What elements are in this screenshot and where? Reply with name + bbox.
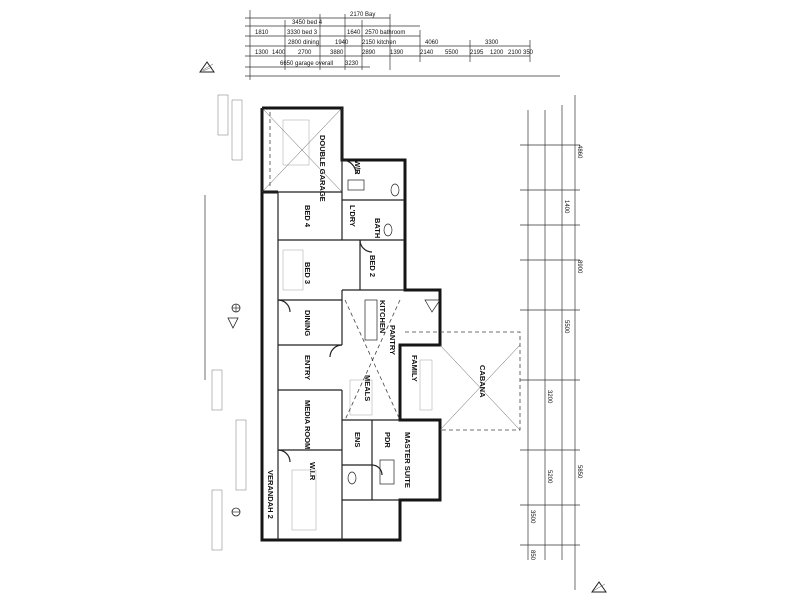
dim-bed4: 3450 bed 4 (292, 20, 323, 26)
rdim-3: 1400 (563, 200, 569, 214)
cabana-outline (344, 299, 521, 431)
door-swings (277, 159, 383, 476)
dim-bay: 2170 Bay (350, 12, 375, 18)
dim-r4-2: 2700 (298, 50, 312, 56)
dim-bed3: 3330 bed 3 (287, 30, 318, 36)
label-bed3: BED 3 (303, 262, 312, 284)
label-bed4: BED 4 (303, 205, 312, 228)
dim-r4-3: 3880 (330, 50, 344, 56)
dim-r4-10: 2100 (508, 50, 522, 56)
dim-r2-0: 1810 (255, 30, 269, 36)
label-laundry: L'DRY (348, 205, 357, 227)
rdim-1: 8900 (576, 260, 582, 274)
dim-r4-7: 5500 (445, 50, 459, 56)
left-annotations (204, 94, 247, 551)
label-master-suite: MASTER SUITE (403, 432, 412, 488)
dim-r4-9: 1200 (490, 50, 504, 56)
dim-bathroom: 2570 bathroom (365, 30, 405, 36)
label-bed2: BED 2 (368, 255, 377, 277)
north-arrow-icon (199, 61, 215, 73)
dim-r4-1: 1400 (272, 50, 286, 56)
internal-walls (262, 108, 405, 540)
label-entry: ENTRY (303, 355, 312, 380)
label-double-garage: DOUBLE GARAGE (318, 135, 327, 202)
label-pdr: PDR (383, 432, 392, 448)
dim-dining: 2800 dining (288, 40, 319, 46)
dim-r4-11: 350 (523, 50, 534, 56)
garage-roof-lines (261, 107, 343, 193)
dim-r4-8: 2195 (470, 50, 484, 56)
dim-r3-3: 4060 (425, 40, 439, 46)
north-arrow-icon-bottom (591, 581, 607, 593)
rdim-7: 3500 (529, 510, 535, 524)
label-family: FAMILY (410, 355, 419, 382)
dim-garage-overall: 6650 garage overall (280, 61, 333, 67)
dim-r4-5: 1390 (390, 50, 404, 56)
dim-r2-2: 1640 (347, 30, 361, 36)
label-pantry: PANTRY (388, 325, 397, 355)
label-dining: DINING (303, 310, 312, 336)
dim-r4-0: 1300 (255, 50, 269, 56)
dim-r5-1: 3230 (345, 61, 359, 67)
label-verandah: VERANDAH 2 (266, 470, 275, 519)
rdim-2: 5850 (576, 465, 582, 479)
dim-r3-1: 1940 (335, 40, 349, 46)
right-dimension-lines: 4860 8900 5850 1400 5500 3200 5200 3500 … (520, 95, 582, 590)
label-wr: W/R (353, 160, 362, 175)
label-wir: W.I.R (308, 462, 317, 481)
dim-kitchen: 2150 kitchen (362, 40, 396, 46)
outer-walls (260, 106, 442, 542)
rdim-6: 5200 (546, 470, 552, 484)
label-kitchen: KITCHEN (378, 300, 387, 333)
dim-r4-4: 2890 (362, 50, 376, 56)
rdim-5: 3200 (546, 390, 552, 404)
dim-r4-6: 2140 (420, 50, 434, 56)
top-dimension-lines: 3450 bed 4 2170 Bay 1810 3330 bed 3 1640… (245, 10, 560, 80)
label-cabana: CABANA (478, 365, 487, 398)
rdim-0: 4860 (576, 145, 582, 159)
label-bath: BATH (373, 218, 382, 238)
label-media-room: MEDIA ROOM (303, 400, 312, 449)
fixtures (347, 179, 400, 485)
label-ens: ENS (353, 432, 362, 447)
annotation-noise (282, 119, 433, 531)
rdim-8: 850 (529, 550, 535, 561)
rdim-4: 5500 (563, 320, 569, 334)
label-meals: MEALS (363, 375, 372, 401)
dim-r3-4: 3300 (485, 40, 499, 46)
room-labels: DOUBLE GARAGE BED 4 BED 2 BED 3 BATH DIN… (266, 135, 487, 519)
